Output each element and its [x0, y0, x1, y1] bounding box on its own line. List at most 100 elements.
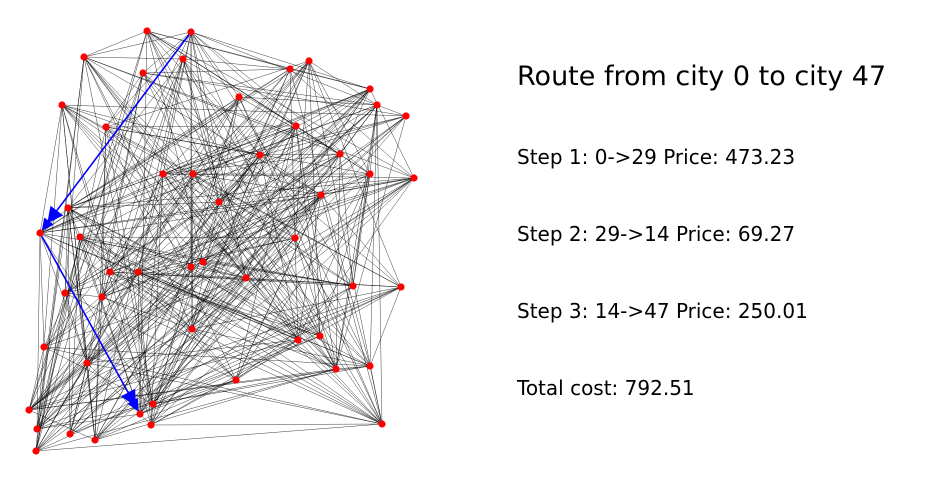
graph-edge — [109, 271, 337, 370]
graph-edge — [64, 60, 310, 294]
route-step-3: Step 3: 14->47 Price: 250.01 — [517, 299, 808, 323]
city-node — [40, 343, 48, 351]
city-node — [378, 420, 386, 428]
graph-edge — [294, 237, 337, 370]
graph-edge — [369, 286, 402, 367]
graph-edge — [86, 104, 378, 364]
graph-edge — [61, 104, 407, 117]
graph-edge — [308, 60, 402, 288]
graph-edge — [28, 72, 144, 411]
graph-edge — [335, 115, 407, 370]
graph-edge — [83, 56, 237, 381]
city-node — [294, 336, 302, 344]
city-node — [349, 282, 357, 290]
graph-edge — [146, 30, 220, 203]
graph-edge — [191, 201, 220, 330]
graph-edge — [35, 292, 66, 452]
graph-edge — [28, 409, 96, 441]
city-node — [36, 229, 44, 237]
total-cost: Total cost: 792.51 — [517, 376, 695, 400]
city-node — [58, 101, 66, 109]
graph-edge — [294, 194, 322, 239]
graph-edge — [308, 60, 378, 106]
graph-edge — [35, 177, 415, 452]
city-node — [179, 55, 187, 63]
graph-edge — [36, 286, 402, 430]
city-node — [332, 365, 340, 373]
graph-edge — [142, 72, 383, 425]
graph-edge — [142, 72, 296, 239]
graph-edge — [94, 403, 154, 441]
graph-edge — [64, 271, 111, 294]
city-node — [232, 376, 240, 384]
graph-edge — [39, 104, 63, 234]
graph-edge — [101, 173, 164, 298]
graph-edge — [142, 68, 291, 74]
graph-edge — [101, 126, 107, 298]
graph-edge — [218, 153, 341, 203]
graph-edge — [79, 236, 141, 415]
graph-edge — [152, 60, 310, 405]
graph-edge — [295, 125, 337, 370]
city-node — [159, 170, 167, 178]
graph-edge — [259, 154, 299, 341]
graph-edge — [105, 60, 310, 128]
city-node — [91, 436, 99, 444]
graph-edge — [335, 173, 371, 370]
graph-edge — [83, 56, 247, 279]
graph-edge — [64, 201, 220, 294]
graph-edge — [152, 125, 297, 405]
graph-edge — [339, 88, 371, 155]
graph-edge — [152, 365, 371, 405]
city-node — [305, 57, 313, 65]
graph-edge — [146, 30, 204, 263]
city-node — [64, 204, 72, 212]
graph-edge — [35, 423, 383, 452]
graph-edge — [235, 194, 322, 381]
graph-edge — [79, 177, 415, 238]
graph-edge — [28, 328, 193, 411]
graph-edge — [94, 88, 371, 441]
graph-edge — [190, 31, 240, 98]
graph-edge — [67, 207, 96, 441]
city-node — [102, 123, 110, 131]
graph-edge — [64, 30, 148, 294]
city-node — [242, 274, 250, 282]
graph-edge — [182, 58, 371, 367]
graph-edge — [67, 207, 71, 435]
graph-edge — [69, 285, 354, 435]
graph-edge — [67, 177, 415, 209]
graph-edge — [79, 236, 296, 239]
graph-edge — [376, 104, 383, 425]
city-node — [235, 93, 243, 101]
graph-edge — [139, 285, 354, 415]
graph-edge — [376, 104, 407, 117]
graph-edge — [192, 173, 322, 196]
graph-edge — [67, 207, 154, 405]
city-node — [366, 85, 374, 93]
graph-edge — [150, 286, 402, 426]
graph-edge — [308, 60, 321, 337]
graph-edge — [308, 60, 371, 175]
graph-edge — [83, 30, 148, 58]
graph-edge — [39, 232, 154, 405]
graph-edge — [218, 201, 371, 367]
graph-edge — [105, 31, 192, 128]
graph-canvas — [25, 27, 418, 455]
graph-edge — [192, 173, 354, 287]
graph-edge — [369, 365, 383, 425]
graph-edge — [39, 96, 240, 234]
graph-edge — [94, 379, 237, 441]
graph-edge — [152, 201, 220, 405]
graph-edge — [39, 194, 322, 234]
graph-edge — [192, 115, 407, 175]
graph-edge — [61, 104, 192, 268]
graph-edge — [320, 194, 402, 288]
graph-edge — [162, 88, 371, 175]
city-node — [139, 69, 147, 77]
graph-edge — [182, 58, 297, 127]
graph-edge — [94, 126, 107, 441]
city-node — [76, 233, 84, 241]
graph-edge — [150, 423, 383, 426]
graph-edge — [35, 88, 371, 452]
